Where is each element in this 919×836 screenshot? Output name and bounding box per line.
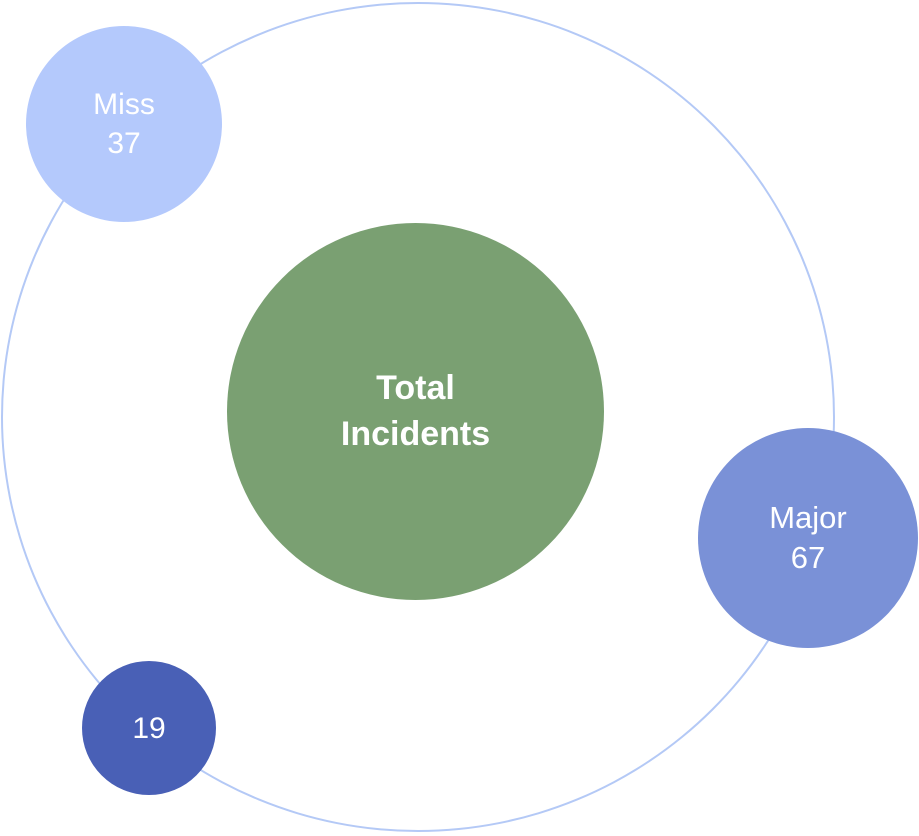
orbit-ring xyxy=(1,2,835,832)
total-incidents-label: Total Incidents xyxy=(340,368,491,453)
total-incidents-circle: Total Incidents xyxy=(227,223,604,600)
major-circle: Major 67 xyxy=(698,428,918,648)
miss-value: 37 xyxy=(107,127,141,160)
unlabeled-value: 19 xyxy=(132,711,166,745)
major-value: 67 xyxy=(790,540,826,575)
miss-circle: Miss 37 xyxy=(26,26,222,222)
miss-label: Miss xyxy=(93,88,155,121)
major-label: Major xyxy=(769,499,847,535)
unlabeled-circle: 19 xyxy=(82,661,216,795)
